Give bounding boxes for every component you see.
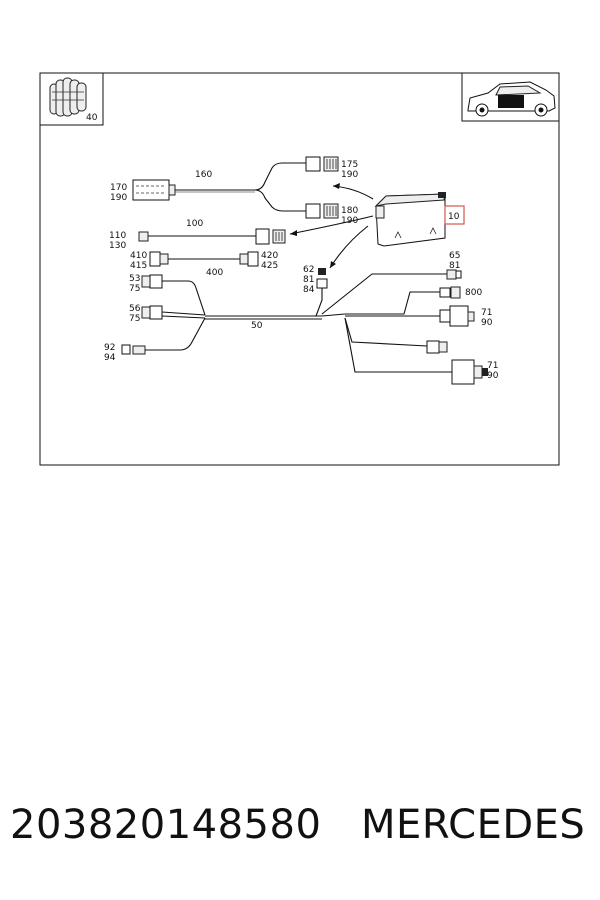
label-180: 180 — [341, 206, 358, 216]
part-number-caption: 203820148580 MERCEDES — [10, 802, 595, 848]
label-92: 92 — [104, 343, 115, 353]
label-190-b: 190 — [341, 170, 358, 180]
label-800: 800 — [465, 288, 482, 298]
pointer-arrows — [289, 183, 374, 269]
label-90-b: 90 — [487, 371, 499, 381]
inset-grommet: 40 — [39, 72, 104, 126]
label-170: 170 — [110, 183, 127, 193]
grommet-icon — [49, 77, 87, 117]
label-53: 53 — [129, 274, 140, 284]
label-81-b: 81 — [449, 261, 460, 271]
label-71-a: 71 — [481, 308, 492, 318]
highlight-box — [444, 205, 465, 225]
harness-400: 410 415 420 425 400 — [130, 251, 278, 278]
label-425: 425 — [261, 261, 278, 271]
label-100: 100 — [186, 219, 203, 229]
label-110: 110 — [109, 231, 126, 241]
inset-car — [461, 72, 560, 122]
label-50: 50 — [251, 321, 263, 331]
label-56: 56 — [129, 304, 141, 314]
label-62: 62 — [303, 265, 314, 275]
label-94: 94 — [104, 353, 116, 363]
label-130: 130 — [109, 241, 126, 251]
label-10: 10 — [448, 212, 460, 222]
label-84: 84 — [303, 285, 315, 295]
label-90-a: 90 — [481, 318, 493, 328]
label-75-a: 75 — [129, 284, 140, 294]
diagram-frame — [39, 72, 560, 466]
label-410: 410 — [130, 251, 147, 261]
harness-100: 100 110 130 — [109, 219, 286, 251]
harness-50: 53 75 56 75 50 92 94 62 81 84 65 81 800 … — [104, 251, 499, 385]
label-75-b: 75 — [129, 314, 140, 324]
label-420: 420 — [261, 251, 278, 261]
label-190-a: 190 — [110, 193, 127, 203]
label-40: 40 — [86, 113, 98, 123]
label-71-b: 71 — [487, 361, 498, 371]
part-number: 203820148580 — [10, 802, 322, 848]
car-icon — [467, 81, 556, 117]
label-175: 175 — [341, 160, 358, 170]
label-415: 415 — [130, 261, 147, 271]
label-65: 65 — [449, 251, 460, 261]
brand-name: MERCEDES — [361, 802, 586, 848]
label-160: 160 — [195, 170, 212, 180]
control-unit-10: 10 — [374, 192, 465, 247]
label-81-a: 81 — [303, 275, 314, 285]
label-400: 400 — [206, 268, 223, 278]
